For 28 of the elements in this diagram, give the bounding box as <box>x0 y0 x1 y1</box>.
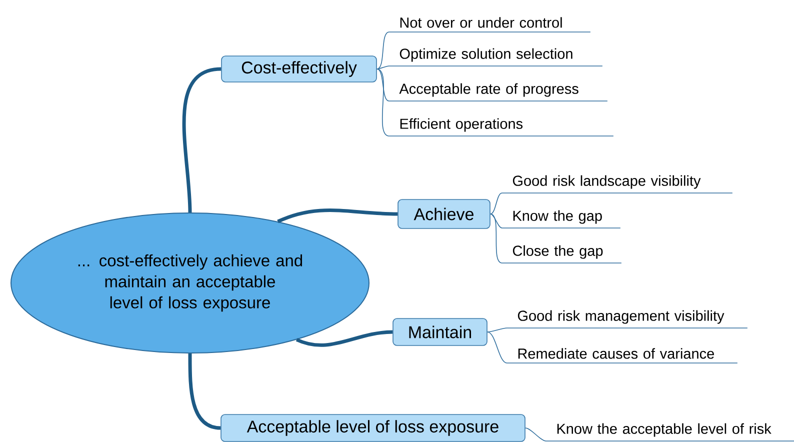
branch-connector <box>277 208 398 224</box>
topic-box: Acceptable level of loss exposure <box>220 414 526 442</box>
subtopic-label: Optimize solution selection <box>388 48 603 66</box>
connector-line <box>376 68 390 136</box>
connector-line <box>376 32 390 70</box>
subtopic-label: Efficient operations <box>388 118 614 136</box>
branch-connector <box>296 330 393 347</box>
connector-line <box>487 332 508 364</box>
connector-line <box>490 214 502 264</box>
connector-line <box>525 428 546 442</box>
subtopic-label: Close the gap <box>502 245 622 264</box>
subtopic-label: Good risk management visibility <box>506 310 748 328</box>
branch-connector <box>182 67 222 213</box>
topic-box: Achieve <box>398 199 490 229</box>
subtopic-label: Acceptable rate of progress <box>388 83 608 102</box>
topic-box: Maintain <box>392 318 488 346</box>
connector-line <box>490 214 502 228</box>
subtopic-label: Remediate causes of variance <box>506 348 738 364</box>
subtopic-label: Good risk landscape visibility <box>502 175 733 194</box>
subtopic-label: Know the acceptable level of risk <box>546 423 794 442</box>
subtopic-label: Know the gap <box>502 210 621 228</box>
connector-line <box>376 68 390 102</box>
subtopic-label: Not over or under control <box>388 17 591 32</box>
topic-box: Cost-effectively <box>221 56 377 82</box>
connector-line <box>376 66 390 70</box>
connector-line <box>487 328 508 332</box>
connector-line <box>490 192 502 214</box>
branch-connector <box>188 354 221 430</box>
